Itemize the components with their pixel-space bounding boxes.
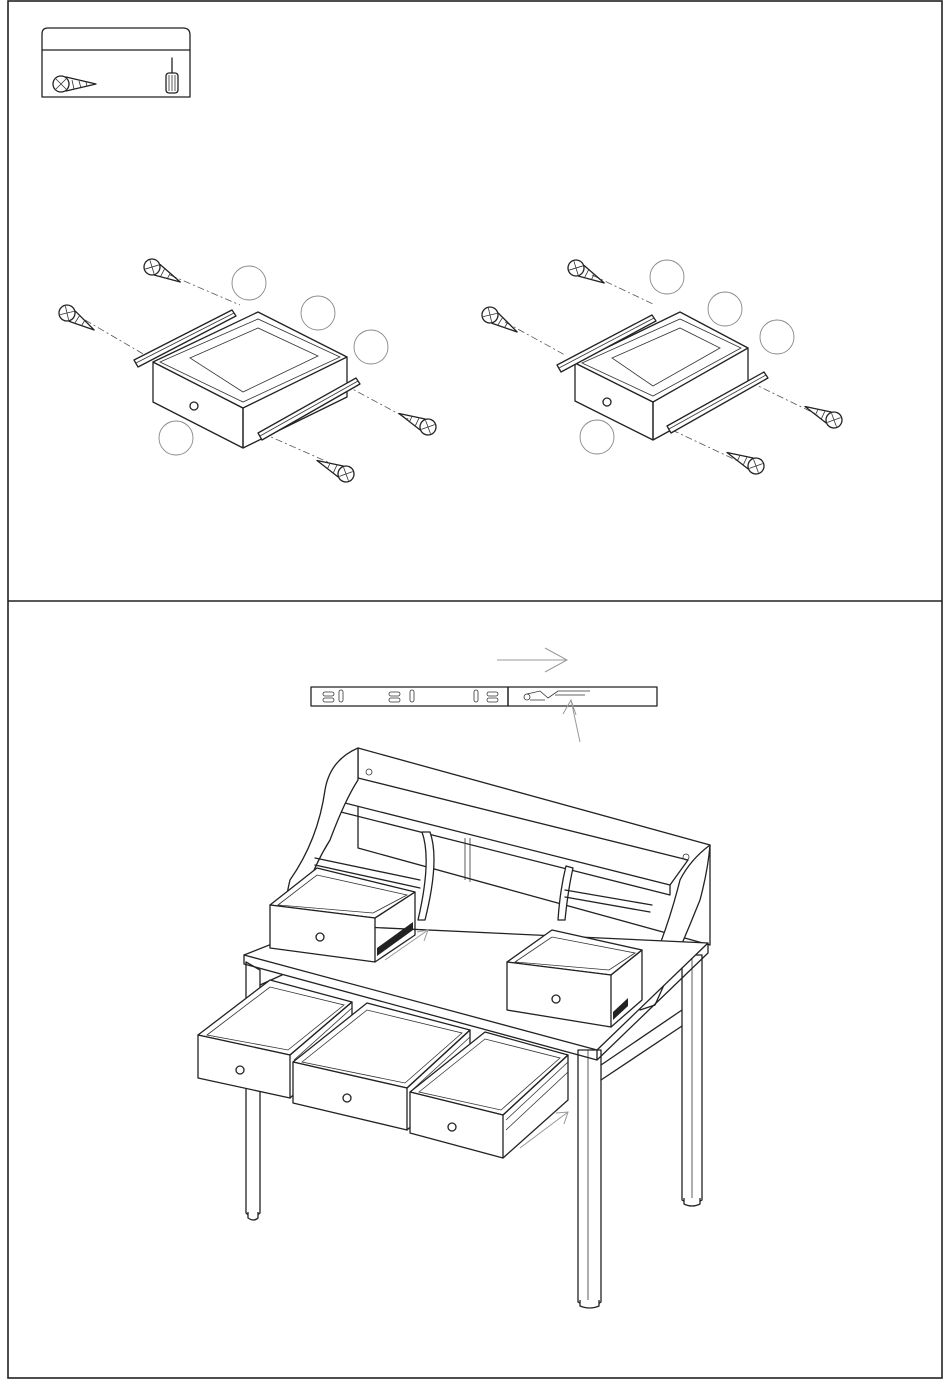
screw-icon	[802, 399, 845, 430]
push-direction-arrow	[497, 648, 567, 672]
step-1-panel	[42, 28, 845, 485]
screw-icon	[53, 76, 96, 92]
callout-circle	[159, 421, 193, 455]
left-drawer-assembly	[56, 256, 439, 484]
slide-rail-detail	[311, 648, 657, 742]
insert-direction-arrow	[520, 1112, 568, 1148]
callout-circle	[580, 420, 614, 454]
callout-circle	[232, 266, 266, 300]
right-drawer-assembly	[479, 257, 845, 476]
step-2-panel	[198, 648, 710, 1308]
desk-with-drawers	[198, 748, 710, 1308]
screw-icon	[724, 445, 767, 476]
desk-leg	[578, 1050, 601, 1306]
screw-icon	[56, 302, 98, 337]
callout-circle	[301, 296, 335, 330]
screw-icon	[141, 256, 184, 289]
callout-circle	[708, 292, 742, 326]
callout-circle	[650, 260, 684, 294]
screw-icon	[479, 304, 521, 339]
callout-circle	[760, 320, 794, 354]
screw-icon	[565, 257, 608, 290]
sheet-border	[8, 1, 942, 1378]
screw-icon	[396, 406, 439, 437]
callout-circle	[354, 330, 388, 364]
hardware-box	[42, 28, 190, 97]
screwdriver-icon	[166, 58, 178, 93]
screw-icon	[314, 453, 357, 484]
